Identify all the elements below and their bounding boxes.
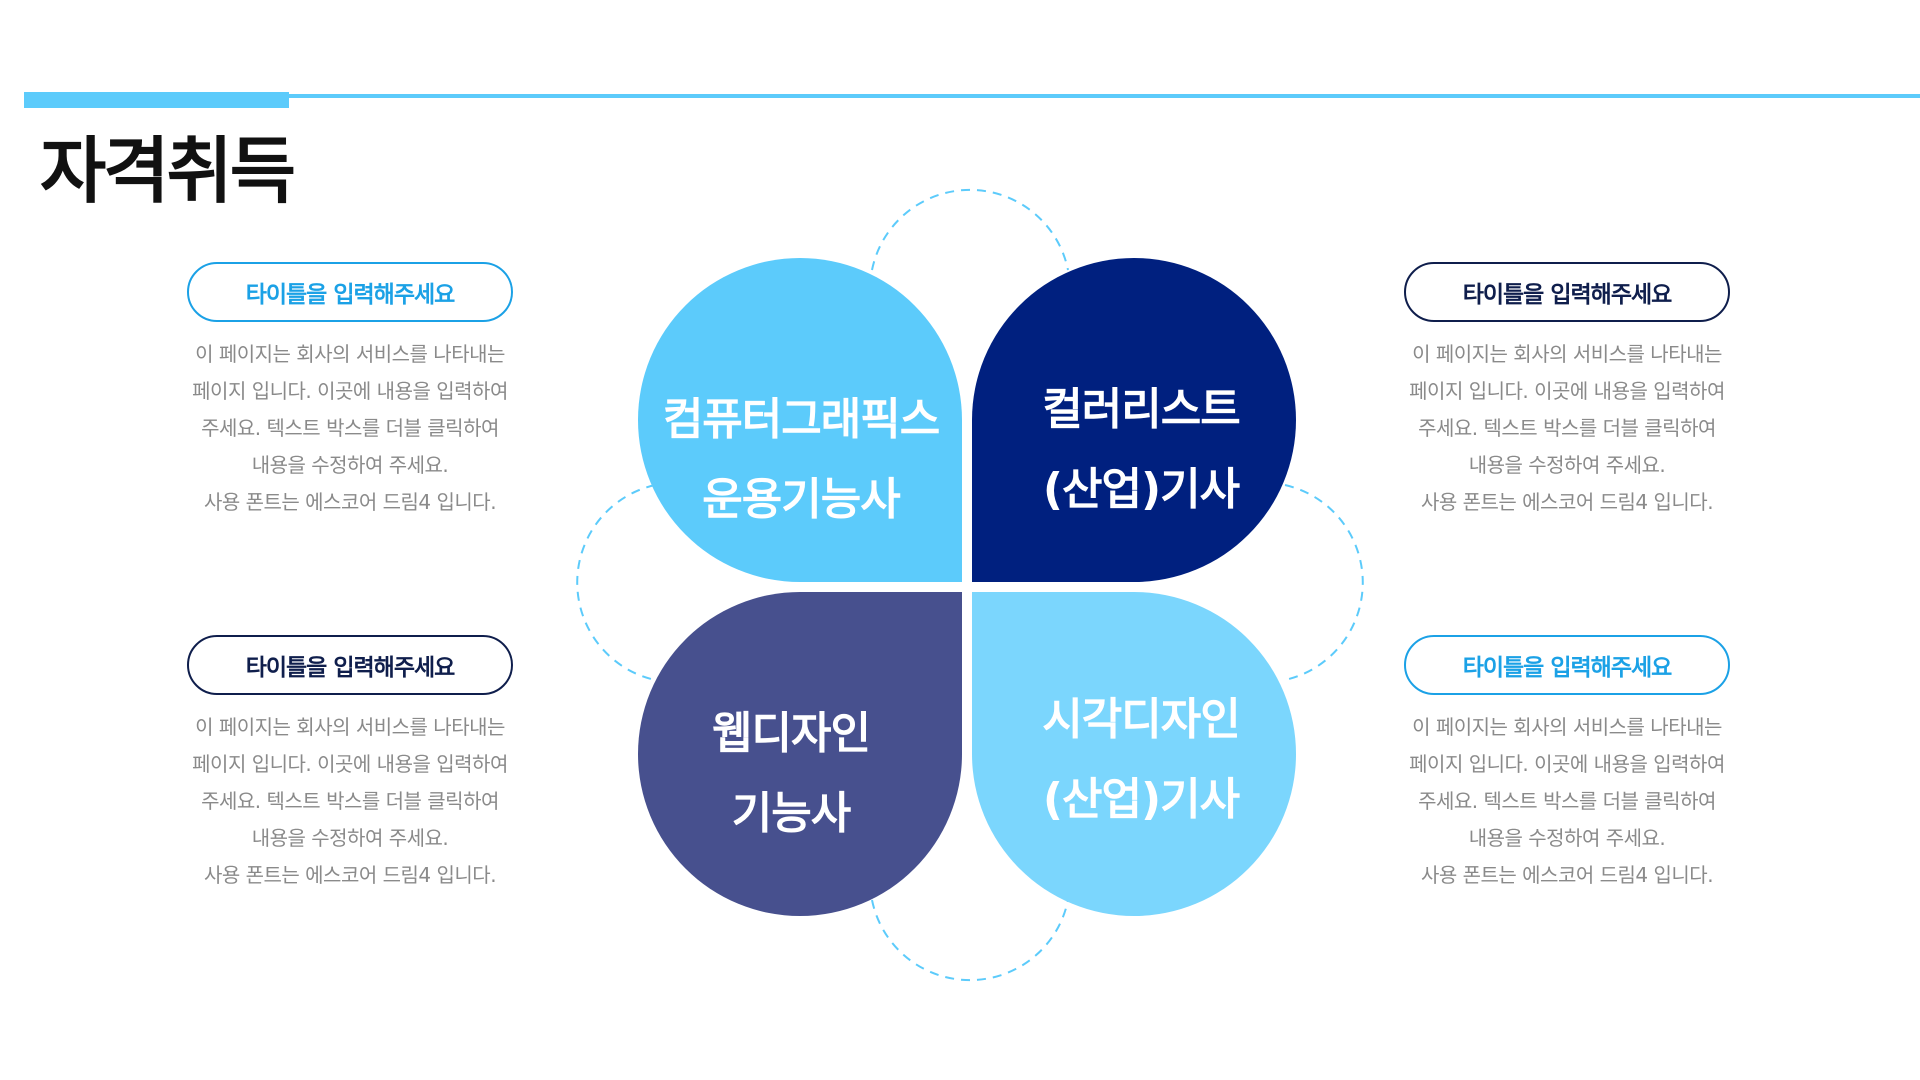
card-description: 이 페이지는 회사의 서비스를 나타내는 페이지 입니다. 이곳에 내용을 입력… xyxy=(1397,336,1737,521)
dashed-outer-arcs xyxy=(576,188,1364,982)
petal-label-bottom-right: 시각디자인 (산업)기사 xyxy=(980,640,1302,880)
petal-top-right xyxy=(972,258,1296,582)
description-line: 이 페이지는 회사의 서비스를 나타내는 xyxy=(1412,715,1722,739)
petal-label-line: 컴퓨터그래픽스 xyxy=(662,394,940,445)
description-line: 페이지 입니다. 이곳에 내용을 입력하여 xyxy=(192,379,508,403)
description-line: 주세요. 텍스트 박스를 더블 클릭하여 xyxy=(1418,789,1716,813)
description-line: 내용을 수정하여 주세요. xyxy=(251,453,449,477)
description-line: 사용 폰트는 에스코어 드림4 입니다. xyxy=(1420,863,1714,887)
petal-label-line: (산업)기사 xyxy=(1042,774,1240,825)
description-line: 주세요. 텍스트 박스를 더블 클릭하여 xyxy=(1418,416,1716,440)
petal-label-top-left: 컴퓨터그래픽스 운용기능사 xyxy=(640,340,962,580)
card-title-pill[interactable]: 타이틀을 입력해주세요 xyxy=(1404,635,1730,695)
card-description: 이 페이지는 회사의 서비스를 나타내는 페이지 입니다. 이곳에 내용을 입력… xyxy=(180,336,520,521)
header-accent-line xyxy=(289,94,1920,98)
description-line: 사용 폰트는 에스코어 드림4 입니다. xyxy=(1420,490,1714,514)
description-line: 사용 폰트는 에스코어 드림4 입니다. xyxy=(203,863,497,887)
petal-label-line: (산업)기사 xyxy=(1042,464,1240,515)
petal-label-line: 웹디자인 xyxy=(712,708,871,759)
description-line: 사용 폰트는 에스코어 드림4 입니다. xyxy=(203,490,497,514)
petal-top-left xyxy=(638,258,962,582)
card-description: 이 페이지는 회사의 서비스를 나타내는 페이지 입니다. 이곳에 내용을 입력… xyxy=(1397,709,1737,894)
petal-bottom-left xyxy=(638,592,962,916)
description-line: 페이지 입니다. 이곳에 내용을 입력하여 xyxy=(192,752,508,776)
description-line: 이 페이지는 회사의 서비스를 나타내는 xyxy=(195,715,505,739)
dashed-arc-bottom xyxy=(871,899,1069,982)
dashed-arc-right xyxy=(1284,484,1364,681)
petal-label-line: 기능사 xyxy=(731,788,851,839)
description-line: 내용을 수정하여 주세요. xyxy=(1468,826,1666,850)
description-line: 내용을 수정하여 주세요. xyxy=(251,826,449,850)
description-line: 이 페이지는 회사의 서비스를 나타내는 xyxy=(195,342,505,366)
description-line: 주세요. 텍스트 박스를 더블 클릭하여 xyxy=(201,789,499,813)
info-card-top-right: 타이틀을 입력해주세요 이 페이지는 회사의 서비스를 나타내는 페이지 입니다… xyxy=(1397,262,1737,521)
card-title-pill[interactable]: 타이틀을 입력해주세요 xyxy=(187,262,513,322)
petal-label-line: 컬러리스트 xyxy=(1042,384,1240,435)
header-accent-bar xyxy=(24,92,289,108)
dashed-arc-top xyxy=(871,188,1069,271)
petal-label-bottom-left: 웹디자인 기능사 xyxy=(630,654,952,894)
description-line: 주세요. 텍스트 박스를 더블 클릭하여 xyxy=(201,416,499,440)
card-title-pill[interactable]: 타이틀을 입력해주세요 xyxy=(1404,262,1730,322)
description-line: 페이지 입니다. 이곳에 내용을 입력하여 xyxy=(1409,379,1725,403)
dashed-arc-left xyxy=(576,484,656,681)
info-card-top-left: 타이틀을 입력해주세요 이 페이지는 회사의 서비스를 나타내는 페이지 입니다… xyxy=(180,262,520,521)
description-line: 페이지 입니다. 이곳에 내용을 입력하여 xyxy=(1409,752,1725,776)
petal-label-line: 시각디자인 xyxy=(1042,694,1240,745)
card-description: 이 페이지는 회사의 서비스를 나타내는 페이지 입니다. 이곳에 내용을 입력… xyxy=(180,709,520,894)
petal-label-top-right: 컬러리스트 (산업)기사 xyxy=(980,330,1302,570)
description-line: 내용을 수정하여 주세요. xyxy=(1468,453,1666,477)
page-title: 자격취득 xyxy=(40,129,296,213)
info-card-bottom-left: 타이틀을 입력해주세요 이 페이지는 회사의 서비스를 나타내는 페이지 입니다… xyxy=(180,635,520,894)
info-card-bottom-right: 타이틀을 입력해주세요 이 페이지는 회사의 서비스를 나타내는 페이지 입니다… xyxy=(1397,635,1737,894)
petal-label-line: 운용기능사 xyxy=(702,474,900,525)
card-title-pill[interactable]: 타이틀을 입력해주세요 xyxy=(187,635,513,695)
petal-bottom-right xyxy=(972,592,1296,916)
description-line: 이 페이지는 회사의 서비스를 나타내는 xyxy=(1412,342,1722,366)
